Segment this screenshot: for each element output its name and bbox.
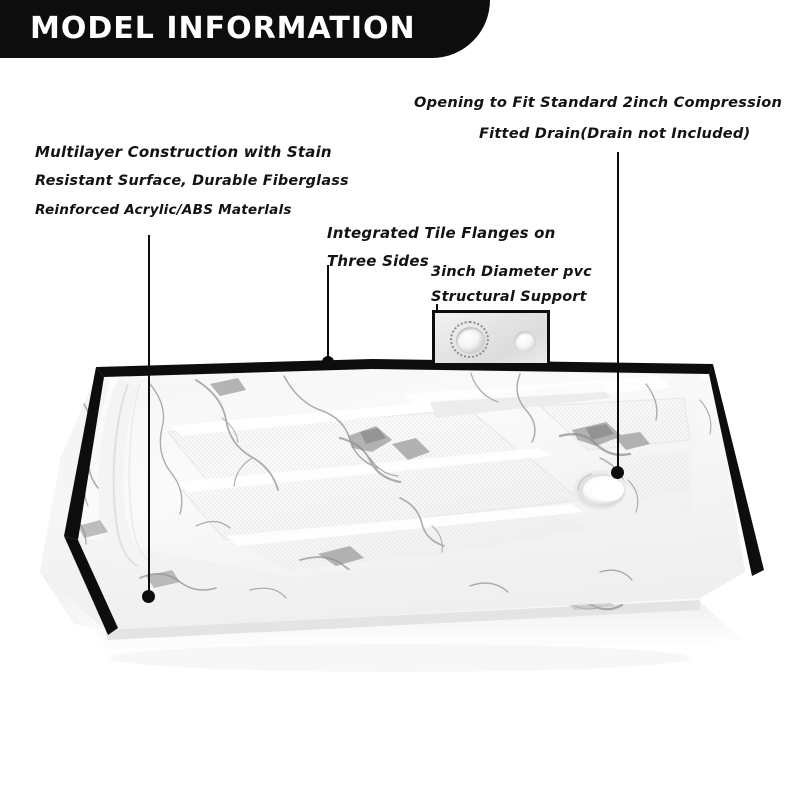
annotation-pvc-support-line-1: 3inch Diameter pvc [431, 264, 592, 280]
annotation-material-line-2: Resistant Surface, Durable Fiberglass [35, 173, 349, 189]
drain-opening [573, 470, 627, 510]
leader-dot-material [142, 590, 155, 603]
annotation-material-line-1: Multilayer Construction with Stain [35, 143, 332, 161]
annotation-pvc-support: 3inch Diameter pvc Structural Support [431, 260, 592, 310]
annotation-pvc-support-line-2: Structural Support [431, 289, 587, 305]
leader-line-material [148, 235, 151, 596]
header-banner [0, 0, 490, 58]
leader-dot-tile-flange [322, 356, 334, 368]
product-illustration [0, 340, 800, 720]
drain-hole-plain-icon [514, 331, 536, 352]
leader-dot-fitted-drain [611, 466, 624, 479]
annotation-tile-flange-line-1: Integrated Tile Flanges on [327, 224, 556, 242]
page-title: MODEL INFORMATION [30, 11, 416, 46]
leader-line-fitted-drain [617, 152, 620, 474]
leader-line-tile-flange [327, 265, 330, 363]
annotation-tile-flange: Integrated Tile Flanges on Three Sides [327, 219, 556, 275]
annotation-opening-line-1: Opening to Fit Standard 2inch Compressio… [414, 94, 783, 111]
annotation-fitted-drain-line-1: Fitted Drain(Drain not Included) [479, 125, 751, 142]
annotation-tile-flange-line-2: Three Sides [327, 252, 429, 270]
annotation-fitted-drain: Fitted Drain(Drain not Included) [479, 119, 750, 148]
drain-detail-inset [432, 310, 550, 366]
annotation-material-line-3: Reinforced Acrylic/ABS Materlals [35, 202, 292, 218]
drain-hole-threaded-icon [450, 321, 489, 358]
annotation-opening: Opening to Fit Standard 2inch Compressio… [414, 88, 782, 117]
annotation-material: Multilayer Construction with Stain Resis… [35, 138, 349, 225]
